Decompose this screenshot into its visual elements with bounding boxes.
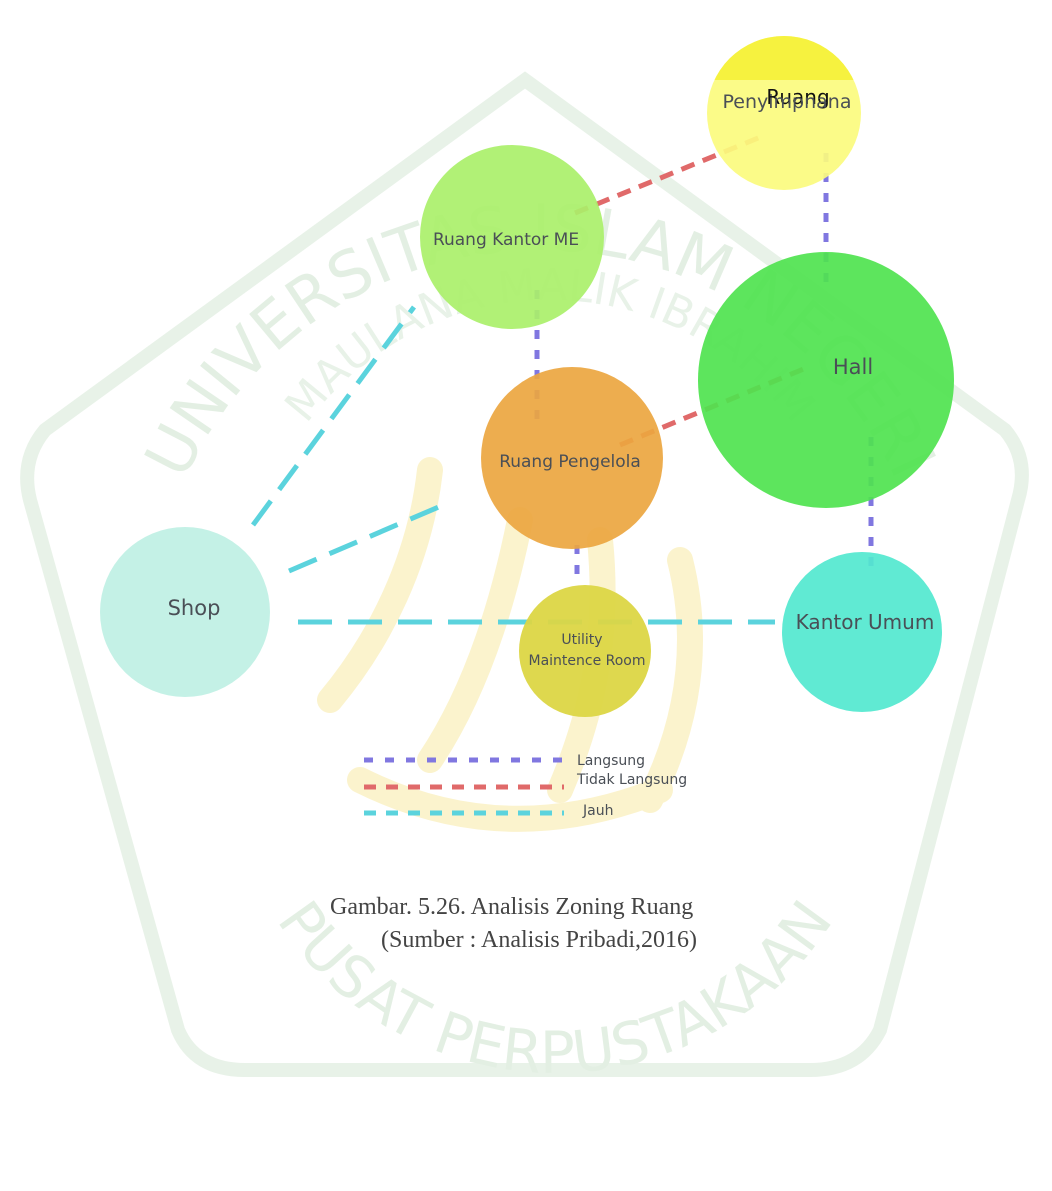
node-label: Utility bbox=[561, 632, 602, 648]
node-circle bbox=[481, 367, 663, 549]
node-circle bbox=[519, 585, 651, 717]
link-shop-pengelola bbox=[288, 500, 449, 574]
node-ruang-pengelola: Ruang Pengelola bbox=[481, 367, 663, 549]
node-label: Shop bbox=[168, 596, 221, 620]
node-label-secondary: Penyimpnana bbox=[723, 91, 852, 113]
node-ruang-kantor-me: Ruang Kantor ME bbox=[420, 145, 604, 329]
caption-title: Gambar. 5.26. Analisis Zoning Ruang bbox=[330, 894, 693, 920]
node-label: Hall bbox=[833, 355, 873, 379]
node-hall: Hall bbox=[698, 252, 954, 508]
node-label: Ruang Kantor ME bbox=[433, 230, 579, 250]
legend-label: Tidak Langsung bbox=[576, 772, 687, 788]
watermark-pentagon bbox=[20, 71, 1029, 1077]
node-circle bbox=[100, 527, 270, 697]
node-circle bbox=[698, 252, 954, 508]
legend-label: Jauh bbox=[582, 803, 613, 819]
node-label-secondary: Maintence Room bbox=[528, 653, 645, 669]
node-label: Ruang bbox=[766, 85, 829, 109]
link-shop-kantor-me bbox=[250, 305, 417, 527]
legend-item-jauh: Jauh bbox=[364, 803, 613, 819]
caption-source: (Sumber : Analisis Pribadi,2016) bbox=[381, 927, 697, 953]
legend-item-tidak-langsung: Tidak Langsung bbox=[364, 772, 687, 790]
node-circle bbox=[420, 145, 604, 329]
node-kantor-umum: Kantor Umum bbox=[782, 552, 942, 712]
node-shop: Shop bbox=[100, 527, 270, 697]
legend: Langsung Tidak Langsung Jauh bbox=[364, 753, 687, 819]
node-ruang-penyimpanan: Ruang Penyimpnana bbox=[707, 36, 861, 190]
legend-item-langsung: Langsung bbox=[364, 753, 645, 769]
node-cap bbox=[707, 36, 861, 80]
caption: Gambar. 5.26. Analisis Zoning Ruang (Sum… bbox=[330, 894, 697, 953]
node-label: Ruang Pengelola bbox=[499, 452, 641, 472]
node-circle bbox=[782, 552, 942, 712]
node-label: Kantor Umum bbox=[796, 610, 935, 634]
node-utility: Utility Maintence Room bbox=[519, 585, 651, 717]
legend-label: Langsung bbox=[577, 753, 645, 769]
watermark-calligraphy bbox=[317, 457, 703, 832]
nodes: Ruang Penyimpnana Ruang Kantor ME Hall R… bbox=[100, 36, 954, 717]
